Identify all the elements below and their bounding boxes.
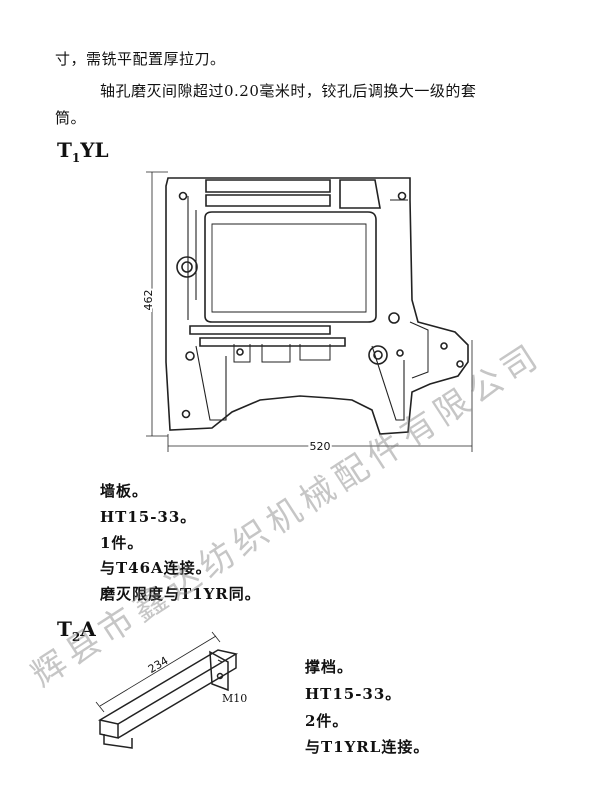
part2-desc-count: 2件。 (305, 712, 349, 730)
part1-desc-count: 1件。 (100, 534, 144, 552)
part2-desc-name: 撑档。 (305, 658, 354, 676)
part2-heading-text: T2A (57, 617, 96, 644)
part1-heading-text: T1YL (57, 138, 109, 165)
dim-length-label: 234 (146, 654, 171, 676)
dim-width-label: 520 (310, 440, 331, 453)
text-line-2: 轴孔磨灭间隙超过0.20毫米时，铰孔后调换大一级的套 (100, 82, 477, 100)
dim-height-label: 462 (142, 290, 155, 311)
dim-thread-label: M10 (222, 692, 247, 705)
part2-desc-connect: 与T1YRL连接。 (305, 738, 430, 756)
part1-desc-material: HT15-33。 (100, 508, 197, 526)
part2-desc-material: HT15-33。 (305, 685, 402, 703)
part1-desc-name: 墙板。 (100, 482, 149, 500)
part1-heading: T1YL (57, 138, 109, 165)
part1-desc-limit: 磨灭限度与T1YR同。 (100, 585, 261, 603)
text-line-1: 寸，需铣平配置厚拉刀。 (55, 50, 226, 68)
part2-heading: T2A (57, 617, 96, 644)
part1-desc-connect: 与T46A连接。 (100, 559, 212, 577)
text-line-3: 筒。 (55, 109, 87, 127)
